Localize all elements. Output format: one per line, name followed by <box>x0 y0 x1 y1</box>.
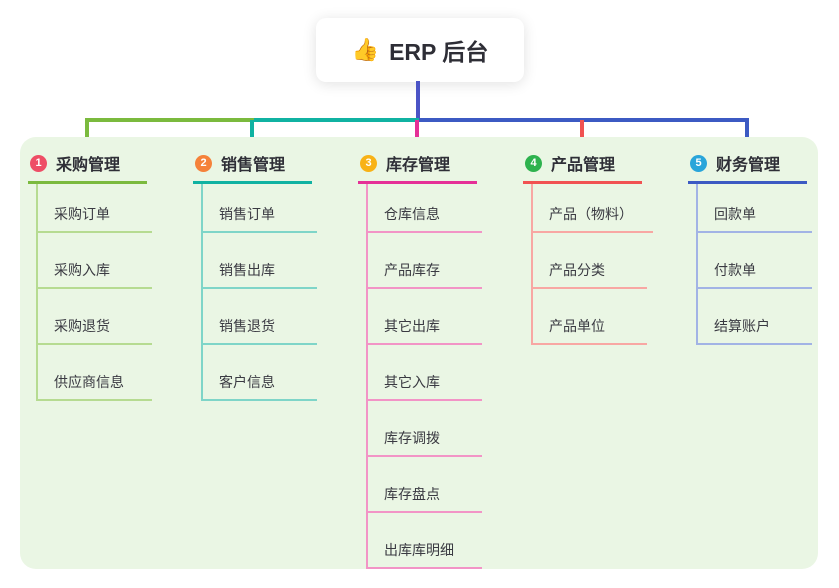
branch-node[interactable]: 4 产品管理 <box>523 150 642 184</box>
branch-sub-item[interactable]: 采购退货 <box>38 289 152 345</box>
branch-node[interactable]: 2 销售管理 <box>193 150 312 184</box>
branch-sub-item[interactable]: 产品（物料） <box>533 184 653 233</box>
branch-column: 4 产品管理 产品（物料）产品分类产品单位 <box>523 150 675 345</box>
branch-label: 销售管理 <box>221 157 286 174</box>
horizontal-connector <box>84 118 254 122</box>
root-title: ERP 后台 <box>389 39 489 65</box>
branch-sub-item[interactable]: 结算账户 <box>698 289 812 345</box>
branch-sub-item[interactable]: 产品单位 <box>533 289 647 345</box>
branch-number-badge: 1 <box>30 154 47 172</box>
branch-node[interactable]: 3 库存管理 <box>358 150 477 184</box>
branch-item-list: 回款单付款单结算账户 <box>696 184 812 345</box>
branch-number-badge: 3 <box>360 154 377 172</box>
thumbs-up-icon: 👍 <box>351 37 380 62</box>
branch-sub-item[interactable]: 仓库信息 <box>368 184 482 233</box>
branch-column: 5 财务管理 回款单付款单结算账户 <box>688 150 839 345</box>
branch-sub-item[interactable]: 其它入库 <box>368 345 482 401</box>
branch-sub-item[interactable]: 库存调拨 <box>368 401 482 457</box>
branch-column: 2 销售管理 销售订单销售出库销售退货客户信息 <box>193 150 345 401</box>
branch-sub-item[interactable]: 客户信息 <box>203 345 317 401</box>
branch-number-badge: 4 <box>525 154 542 172</box>
branch-number-badge: 2 <box>195 154 212 172</box>
branch-sub-item[interactable]: 采购入库 <box>38 233 152 289</box>
branch-sub-item[interactable]: 供应商信息 <box>38 345 152 401</box>
branch-item-list: 销售订单销售出库销售退货客户信息 <box>201 184 317 401</box>
branch-sub-item[interactable]: 回款单 <box>698 184 812 233</box>
branch-drop-connector <box>414 120 419 146</box>
branch-node[interactable]: 5 财务管理 <box>688 150 807 184</box>
branch-label: 财务管理 <box>716 157 781 174</box>
branch-node[interactable]: 1 采购管理 <box>28 150 147 184</box>
branch-drop-connector <box>744 120 749 146</box>
branch-sub-item[interactable]: 销售订单 <box>203 184 317 233</box>
branch-number-badge: 5 <box>690 154 707 172</box>
branch-drop-connector <box>249 120 254 146</box>
branch-sub-item[interactable]: 出库库明细 <box>368 513 482 569</box>
branch-sub-item[interactable]: 采购订单 <box>38 184 152 233</box>
branch-item-list: 产品（物料）产品分类产品单位 <box>531 184 653 345</box>
branch-column: 1 采购管理 采购订单采购入库采购退货供应商信息 <box>28 150 180 401</box>
branch-sub-item[interactable]: 产品分类 <box>533 233 647 289</box>
branch-label: 采购管理 <box>56 157 121 174</box>
branch-sub-item[interactable]: 销售退货 <box>203 289 317 345</box>
branch-sub-item[interactable]: 其它出库 <box>368 289 482 345</box>
horizontal-connector <box>253 118 419 122</box>
branch-drop-connector <box>84 120 89 146</box>
trunk-connector <box>416 81 420 122</box>
branch-label: 产品管理 <box>551 157 616 174</box>
branch-sub-item[interactable]: 付款单 <box>698 233 812 289</box>
branch-item-list: 仓库信息产品库存其它出库其它入库库存调拨库存盘点出库库明细 <box>366 184 482 569</box>
branch-column: 3 库存管理 仓库信息产品库存其它出库其它入库库存调拨库存盘点出库库明细 <box>358 150 510 569</box>
branch-sub-item[interactable]: 销售出库 <box>203 233 317 289</box>
root-node[interactable]: 👍 ERP 后台 <box>316 18 524 82</box>
branch-label: 库存管理 <box>386 157 451 174</box>
branch-sub-item[interactable]: 库存盘点 <box>368 457 482 513</box>
branch-sub-item[interactable]: 产品库存 <box>368 233 482 289</box>
mindmap-panel: 1 采购管理 采购订单采购入库采购退货供应商信息 2 销售管理 销售订单销售出库… <box>20 137 818 569</box>
branch-item-list: 采购订单采购入库采购退货供应商信息 <box>36 184 152 401</box>
branch-drop-connector <box>579 120 584 146</box>
horizontal-connector <box>418 118 749 122</box>
